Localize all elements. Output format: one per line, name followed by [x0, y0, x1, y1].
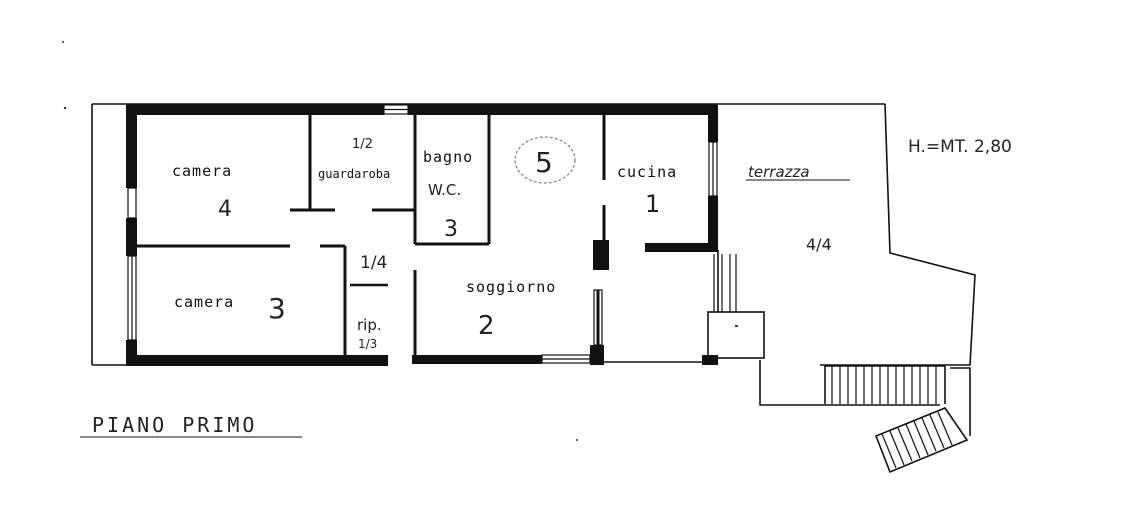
- room-num-camera-bottom: 3: [268, 292, 286, 325]
- corridor-fraction: 1/4: [360, 253, 387, 273]
- room-label-rip: rip.: [357, 316, 382, 334]
- room-label-soggiorno: soggiorno: [466, 278, 556, 296]
- room-label-camera-top: camera: [172, 162, 232, 180]
- room-label-guardaroba: guardaroba: [318, 167, 390, 181]
- floor-title: PIANO PRIMO: [92, 413, 257, 437]
- windows: [127, 104, 718, 364]
- interior-walls: [137, 115, 606, 360]
- thick-walls: [126, 104, 718, 366]
- stairs-angled: [874, 407, 969, 474]
- guardaroba-fraction: 1/2: [352, 137, 373, 152]
- terrazza-fraction: 4/4: [806, 235, 832, 254]
- room-label-cucina: cucina: [617, 163, 677, 181]
- rip-fraction: 1/3: [358, 337, 377, 351]
- circle-mark: [514, 136, 576, 184]
- stairs-small: [713, 254, 737, 312]
- stairs-exterior: [824, 365, 971, 436]
- room-label-bagno: bagno: [423, 148, 473, 166]
- room-num-circled: 5: [535, 146, 553, 179]
- room-label-wc: W.C.: [428, 181, 461, 199]
- height-note: H.=MT. 2,80: [908, 137, 1012, 157]
- room-num-cucina: 1: [645, 190, 660, 218]
- room-num-camera-top: 4: [218, 197, 232, 222]
- room-label-camera-bottom: camera: [174, 293, 234, 311]
- room-num-bagno: 3: [444, 217, 458, 242]
- room-num-soggiorno: 2: [478, 311, 495, 341]
- room-label-terrazza: terrazza: [748, 163, 810, 181]
